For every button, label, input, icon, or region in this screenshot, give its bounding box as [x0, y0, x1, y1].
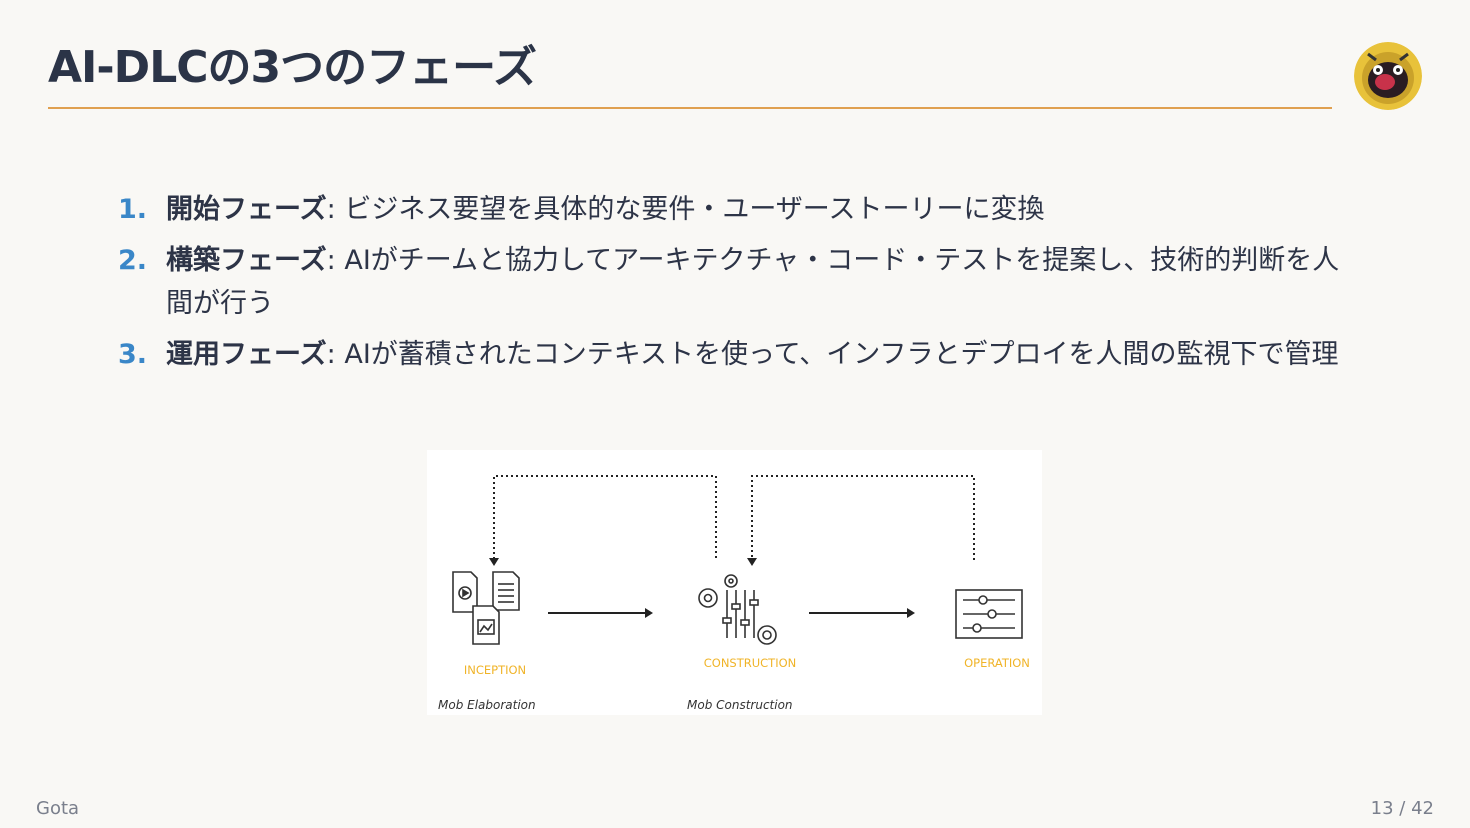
phase-description: AIが蓄積されたコンテキストを使って、インフラとデプロイを人間の監視下で管理 [344, 339, 1339, 370]
gears-sliders-icon [698, 574, 777, 645]
stage-label-construction: CONSTRUCTION [704, 656, 797, 670]
arrow-inception-to-construction [548, 608, 653, 618]
avatar-image [1354, 42, 1422, 110]
title-divider [48, 107, 1332, 109]
phase-separator: : [326, 339, 345, 370]
phase-item-construction: 2. 構築フェーズ: AIがチームと協力してアーキテクチャ・コード・テストを提案し… [118, 239, 1358, 325]
phase-description: AIがチームと協力してアーキテクチャ・コード・テストを提案し、技術的判断を人間が… [166, 245, 1340, 319]
slide-title: AI-DLCの3つのフェーズ [48, 42, 537, 93]
documents-icon [452, 571, 520, 645]
arrow-construction-to-operation [809, 608, 915, 618]
stage-label-operation: OPERATION [964, 656, 1030, 670]
list-number: 1. [118, 194, 148, 225]
phase-item-operation: 3. 運用フェーズ: AIが蓄積されたコンテキストを使って、インフラとデプロイを人… [118, 333, 1358, 376]
stage-label-inception: INCEPTION [464, 663, 526, 677]
phase-diagram-svg: INCEPTION CONSTRUCTION OPERATION Mob Ela… [438, 475, 1030, 712]
phase-name: 構築フェーズ [166, 245, 327, 276]
phase-item-inception: 1. 開始フェーズ: ビジネス要望を具体的な要件・ユーザーストーリーに変換 [118, 188, 1358, 231]
stage-subtitle-inception: Mob Elaboration [438, 698, 536, 712]
phase-list: 1. 開始フェーズ: ビジネス要望を具体的な要件・ユーザーストーリーに変換 2. 構… [118, 188, 1358, 384]
control-panel-icon [955, 589, 1023, 639]
feedback-loop-construction-to-inception [489, 475, 717, 566]
phase-name: 運用フェーズ [166, 339, 327, 370]
footer-author: Gota [36, 798, 80, 819]
phase-name: 開始フェーズ [166, 194, 327, 225]
stage-subtitle-construction: Mob Construction [687, 698, 793, 712]
phase-description: ビジネス要望を具体的な要件・ユーザーストーリーに変換 [344, 194, 1045, 225]
phase-separator: : [326, 245, 345, 276]
feedback-loop-operation-to-construction [747, 475, 975, 566]
phase-diagram: INCEPTION CONSTRUCTION OPERATION Mob Ela… [427, 450, 1042, 715]
list-number: 2. [118, 245, 148, 276]
phase-separator: : [326, 194, 345, 225]
avatar [1354, 42, 1422, 110]
list-number: 3. [118, 339, 148, 370]
page-number: 13 / 42 [1370, 798, 1434, 819]
